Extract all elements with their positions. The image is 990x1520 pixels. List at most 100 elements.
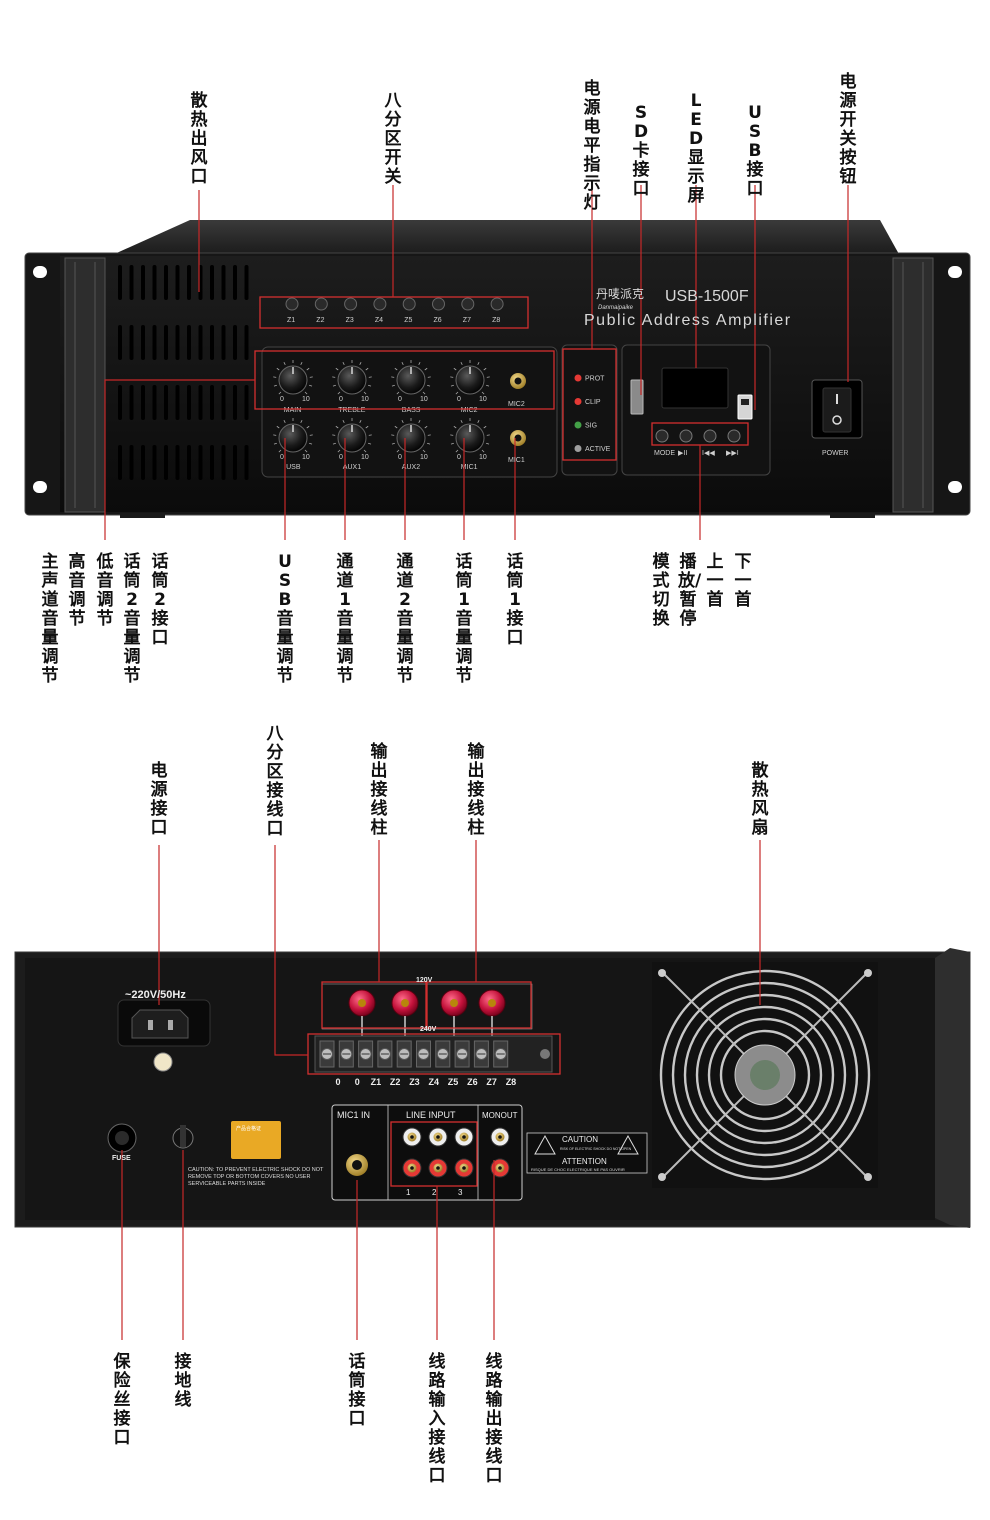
terminal-highlight (307, 1033, 561, 1075)
monout-label: MONOUT (482, 1111, 518, 1120)
label-line-in: 线路输入接线口 (428, 1352, 446, 1486)
vent-slot (210, 325, 214, 360)
knob-label: AUX2 (402, 464, 420, 471)
knob-bass[interactable] (396, 365, 426, 395)
chassis-top (110, 220, 900, 256)
vent-slot (152, 445, 157, 480)
label-mode: 模式切换 (652, 552, 670, 629)
mic-in-label: MIC1 IN (337, 1110, 370, 1120)
player-button-0[interactable] (655, 429, 669, 443)
zone-button-z6[interactable] (432, 297, 445, 311)
knob-label: MIC2 (461, 407, 478, 414)
player-button-2[interactable] (703, 429, 717, 443)
attention-label: ATTENTION (562, 1157, 607, 1166)
vent-slot (175, 325, 180, 360)
label-power-in: 电源接口 (150, 761, 168, 838)
vent-slot (233, 265, 237, 300)
knob-min-label: 0 (339, 396, 343, 403)
knob-min-label: 0 (398, 454, 402, 461)
zone-button-z2[interactable] (314, 297, 328, 311)
led-label: SIG (585, 423, 597, 430)
label-bass: 低音调节 (96, 552, 114, 629)
knob-mic2[interactable] (455, 365, 485, 395)
product-subtitle: Public Address Amplifier (584, 312, 792, 329)
vent-slot (221, 385, 226, 420)
vent-slot (175, 385, 180, 420)
post-highlight-1 (321, 981, 427, 1029)
vent-slot (187, 325, 191, 360)
knob-mic1[interactable] (455, 423, 485, 453)
zone-button-z4[interactable] (373, 297, 387, 311)
knob-treble[interactable] (337, 365, 367, 395)
caution-sub: RISK OF ELECTRIC SHOCK DO NOT OPEN (560, 1147, 632, 1151)
knob-max-label: 10 (361, 396, 369, 403)
label-mic2-jack: 话筒2接口 (151, 552, 169, 648)
rack-hole (33, 481, 47, 493)
terminal-block (314, 1035, 553, 1073)
vent-slot (198, 385, 203, 420)
line-number: 3 (458, 1188, 463, 1197)
led-panel (561, 344, 618, 476)
zone-label: Z7 (463, 317, 471, 324)
zone-button-z7[interactable] (461, 297, 475, 311)
vent-slot (152, 265, 157, 300)
label-mic1-jack: 话筒1接口 (506, 552, 524, 648)
label-play: 播放/暂停 (678, 552, 702, 629)
zone-button-z1[interactable] (285, 297, 299, 311)
label-next: 下一首 (734, 552, 752, 610)
zone-label: Z8 (492, 317, 500, 324)
player-button-label: I◀◀ (702, 450, 715, 457)
label-led-screen: LED显示屏 (687, 91, 705, 206)
terminal-label: Z3 (409, 1077, 420, 1087)
vent-slot (233, 445, 237, 480)
vent-slot (244, 445, 249, 480)
zone-button-z8[interactable] (490, 297, 504, 311)
zone-switch-highlight (259, 296, 529, 329)
zone-button-z5[interactable] (402, 297, 416, 311)
knob-max-label: 10 (361, 454, 369, 461)
cooling-fan (652, 962, 878, 1188)
vent-slot (175, 265, 180, 300)
label-out-post-2: 输出接线柱 (467, 742, 485, 838)
line-number: 2 (432, 1188, 437, 1197)
usb-port (737, 394, 753, 420)
knob-aux2[interactable] (396, 423, 426, 453)
zone-button-z3[interactable] (344, 297, 358, 311)
post-highlight-2 (426, 981, 532, 1029)
player-button-1[interactable] (679, 429, 693, 443)
player-button-3[interactable] (727, 429, 741, 443)
knob-max-label: 10 (302, 454, 310, 461)
label-mic1-vol: 话筒1音量调节 (455, 552, 473, 686)
vent-slot (187, 265, 191, 300)
knob-usb[interactable] (278, 423, 308, 453)
label-usb-vol: USB音量调节 (276, 552, 294, 686)
knob-label: TREBLE (338, 407, 366, 414)
knob-min-label: 0 (398, 396, 402, 403)
io-panel (331, 1104, 523, 1201)
label-power-switch: 电源开关按钮 (839, 72, 857, 187)
knob-main[interactable] (278, 365, 308, 395)
vent-slot (129, 445, 134, 480)
jack-bottom-label: MIC1 (508, 457, 525, 464)
rack-hole (33, 266, 47, 278)
label-level-led: 电源电平指示灯 (583, 79, 601, 213)
model-name: USB-1500F (665, 288, 749, 305)
label-ground: 接地线 (174, 1352, 192, 1410)
attention-sub: RISQUE DE CHOC ELECTRIQUE NE PAS OUVRIR (531, 1167, 625, 1172)
knob-max-label: 10 (420, 454, 428, 461)
player-button-label: ▶▶I (726, 450, 739, 457)
label-fan: 散热风扇 (751, 761, 769, 838)
warranty-sticker (153, 1052, 173, 1072)
vent-slot (244, 265, 249, 300)
rack-hole (948, 481, 962, 493)
terminal-label: Z6 (467, 1077, 478, 1087)
vent-slot (187, 385, 191, 420)
vent-slot (198, 445, 203, 480)
power-label: POWER (822, 450, 848, 457)
led-label: CLIP (585, 399, 601, 406)
vent-slot (164, 445, 168, 480)
label-zone-switch: 八分区开关 (384, 91, 402, 187)
vent-slot (210, 445, 214, 480)
